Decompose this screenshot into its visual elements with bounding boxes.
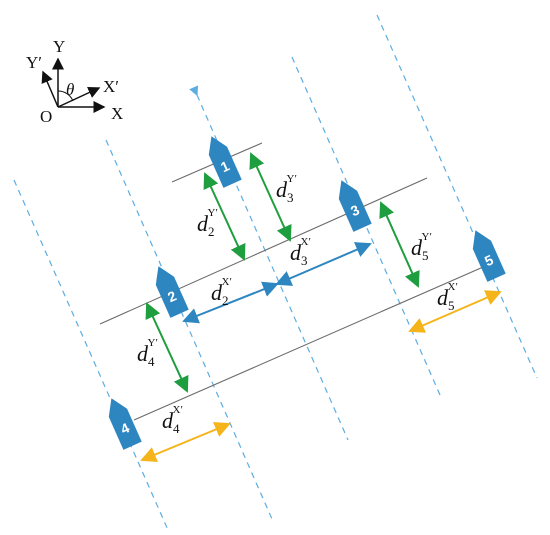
heading-lines xyxy=(13,14,538,531)
label-d5-y: d5Y′ xyxy=(411,231,432,263)
arrow-d2-x xyxy=(182,281,279,324)
boat-1[interactable]: 1 xyxy=(202,132,242,188)
y-label: Y xyxy=(53,37,65,56)
coordinate-frame: O X Y X′ Y′ θ xyxy=(26,37,123,126)
arrow-d3-x xyxy=(275,242,372,286)
x-prime-label: X′ xyxy=(103,77,119,96)
arrow-d5-y xyxy=(379,201,420,288)
row-line-2 xyxy=(99,177,428,325)
distance-arrows xyxy=(140,152,502,463)
label-d3-x: d3X′ xyxy=(290,236,311,268)
x-prime-axis xyxy=(57,86,101,108)
theta-arc xyxy=(57,90,74,102)
row-line-3 xyxy=(133,263,491,421)
heading-line-4 xyxy=(13,179,169,531)
boat-5[interactable]: 5 xyxy=(466,226,506,282)
arrow-d5-x xyxy=(408,290,502,333)
arrow-d4-y xyxy=(145,302,189,393)
origin-label: O xyxy=(40,107,52,126)
heading-line-1 xyxy=(189,85,349,441)
x-label: X xyxy=(111,104,123,123)
label-d2-y: d2Y′ xyxy=(197,207,218,239)
boat-2[interactable]: 2 xyxy=(149,262,189,318)
label-d3-y: d3Y′ xyxy=(276,173,297,205)
boats: 1 2 3 4 5 xyxy=(102,132,506,450)
boat-icon xyxy=(155,266,189,318)
label-d2-x: d2X′ xyxy=(211,276,232,308)
boat-icon xyxy=(472,230,506,282)
boat-icon xyxy=(208,136,242,188)
boat-4[interactable]: 4 xyxy=(102,394,142,450)
y-prime-label: Y′ xyxy=(26,53,42,72)
label-d5-x: d5X′ xyxy=(437,281,458,313)
label-d4-x: d4X′ xyxy=(162,404,183,436)
theta-label: θ xyxy=(66,80,74,99)
boat-icon xyxy=(338,180,372,232)
heading-line-2 xyxy=(105,139,273,520)
arrow-d4-x xyxy=(140,421,231,463)
heading-line-5 xyxy=(376,14,538,379)
distance-labels: d2Y′ d3Y′ d2X′ d3X′ d5Y′ d4Y′ d4X′ d5X′ xyxy=(137,173,458,436)
boat-icon xyxy=(108,398,142,450)
arrow-d3-y xyxy=(249,152,292,242)
label-d4-y: d4Y′ xyxy=(137,337,158,369)
arrow-d2-y xyxy=(203,172,246,261)
y-prime-axis xyxy=(41,70,59,108)
boat-3[interactable]: 3 xyxy=(332,176,372,232)
